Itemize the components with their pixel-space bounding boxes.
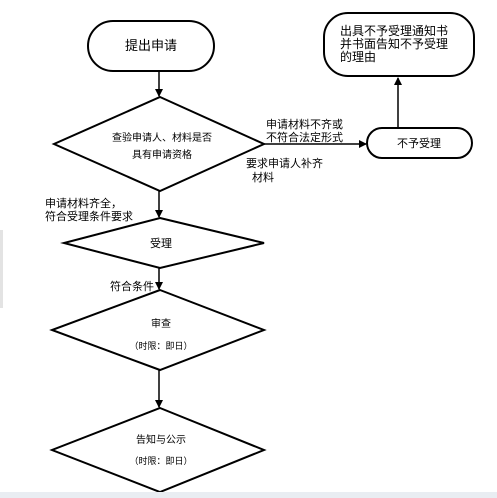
notice-line-2: 并书面告知不予受理 [340,37,448,51]
accept-diamond: 受理 [60,216,265,270]
supplement-line-2: 材料 [252,170,274,184]
notice-node: 出具不予受理通知书 并书面告知不予受理 的理由 [323,12,475,77]
notice-line-1: 出具不予受理通知书 [340,24,448,38]
notice-line-3: 的理由 [340,49,376,64]
inform-line-1: 告知与公示 [136,433,186,446]
meets-label: 符合条件 [110,279,154,293]
reject-node: 不予受理 [366,127,473,159]
examine-diamond: 审查 （时限：即日） [49,288,267,372]
review-diamond: 查验申请人、材料是否 具有申请资格 [51,95,267,193]
bottom-edge-strip [0,492,497,498]
complete-line-1: 申请材料齐全， [45,196,122,210]
inform-diamond: 告知与公示 （时限：即日） [49,406,267,494]
complete-line-2: 符合受理条件要求 [45,209,133,223]
incomplete-line-2: 不符合法定形式 [266,130,343,144]
left-edge-strip [0,230,3,308]
inform-line-2: （时限：即日） [129,455,192,467]
review-line-1: 查验申请人、材料是否 [112,131,212,144]
reject-label: 不予受理 [397,137,441,150]
edges [155,71,402,408]
review-line-2: 具有申请资格 [132,148,192,161]
apply-label: 提出申请 [125,38,177,54]
edge-labels: 申请材料不齐或 不符合法定形式 要求申请人补齐 材料 申请材料齐全， 符合受理条… [45,117,343,293]
accept-label: 受理 [150,237,172,250]
incomplete-line-1: 申请材料不齐或 [266,117,343,131]
examine-line-2: （时限：即日） [129,340,192,352]
supplement-line-1: 要求申请人补齐 [246,156,323,170]
apply-node: 提出申请 [87,20,215,72]
examine-line-1: 审查 [151,317,171,330]
